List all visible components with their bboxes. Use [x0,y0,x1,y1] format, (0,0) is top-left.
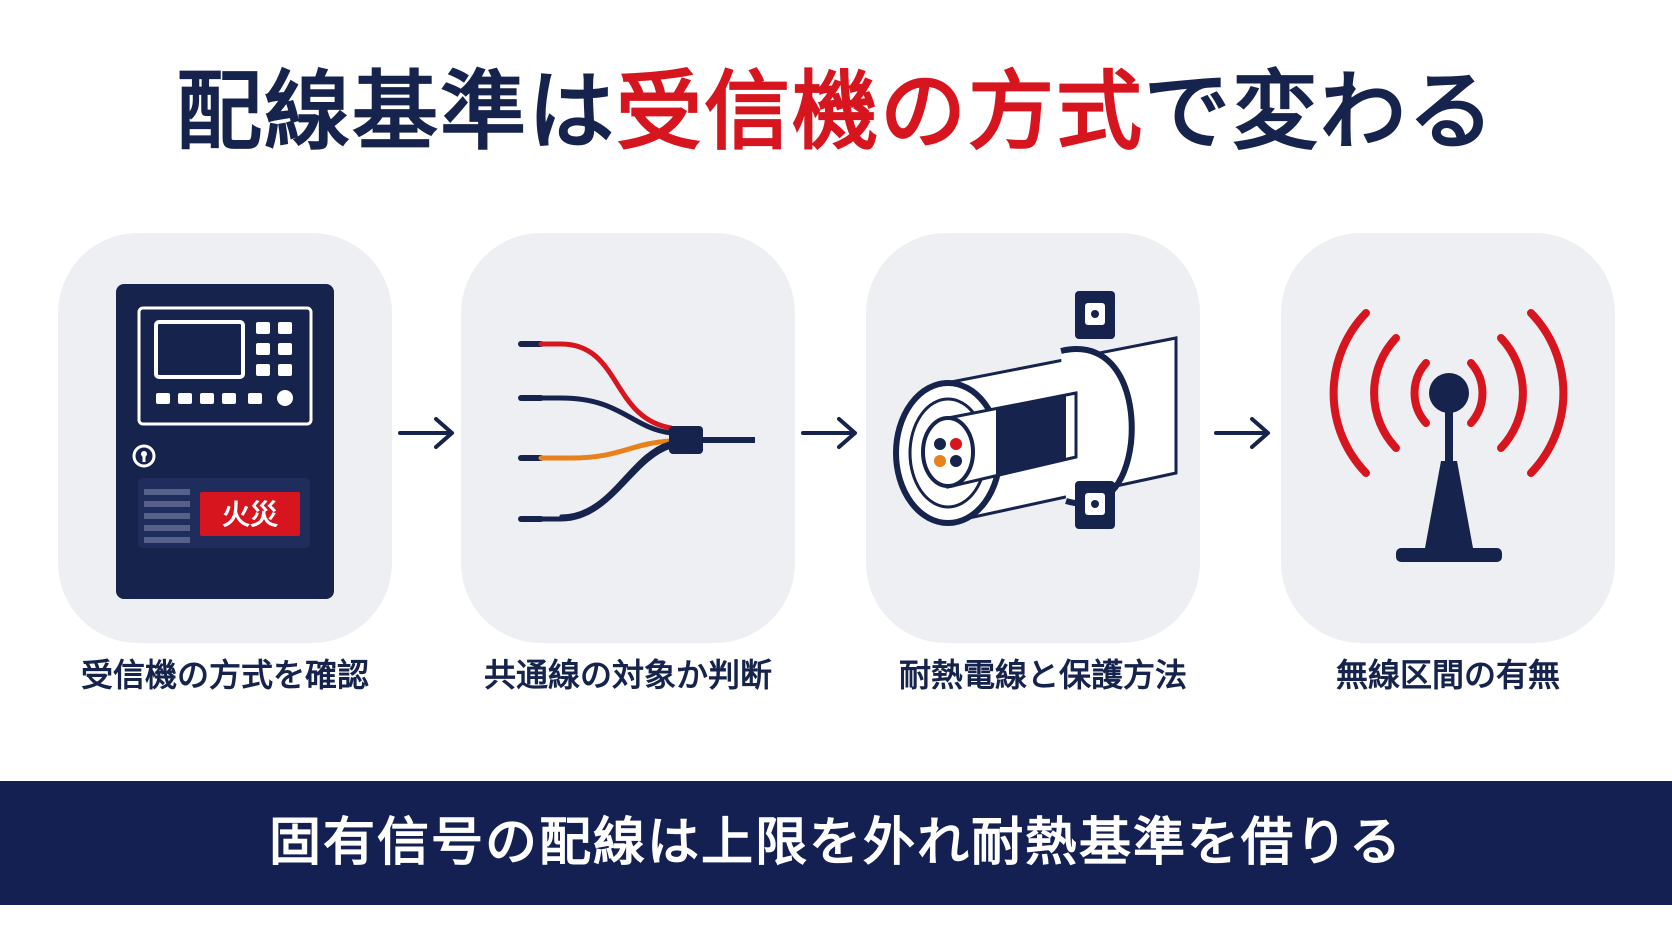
heat-resistant-cable-icon [893,291,1178,529]
fire-label-box [200,492,300,536]
title-part-1: 配線基準は [176,62,616,162]
right-arrow-icon [398,417,454,449]
step-caption-4: 無線区間の有無 [1335,656,1560,694]
wire-bundle-icon [518,341,755,522]
wireless-antenna-icon [1329,309,1568,562]
right-arrow-icon [801,417,857,449]
panel-fire-label: 火災 [222,498,279,531]
summary-banner: 固有信号の配線は上限を外れ耐熱基準を借りる [0,781,1672,905]
banner-text: 固有信号の配線は上限を外れ耐熱基準を借りる [268,813,1403,873]
title-accent: 受信機の方式 [616,62,1144,162]
page-title: 配線基準は受信機の方式で変わる [0,52,1672,172]
step-card-cable [866,233,1200,643]
step-caption-3: 耐熱電線と保護方法 [898,656,1187,694]
title-part-3: で変わる [1144,62,1496,162]
right-arrow-icon [1214,417,1270,449]
step-card-wireless [1281,233,1615,643]
step-card-receiver: 火災 [58,233,392,643]
fire-alarm-receiver-icon: 火災 [116,284,334,599]
step-card-wires [461,233,795,643]
step-caption-2: 共通線の対象か判断 [483,656,772,694]
step-caption-1: 受信機の方式を確認 [80,656,369,694]
